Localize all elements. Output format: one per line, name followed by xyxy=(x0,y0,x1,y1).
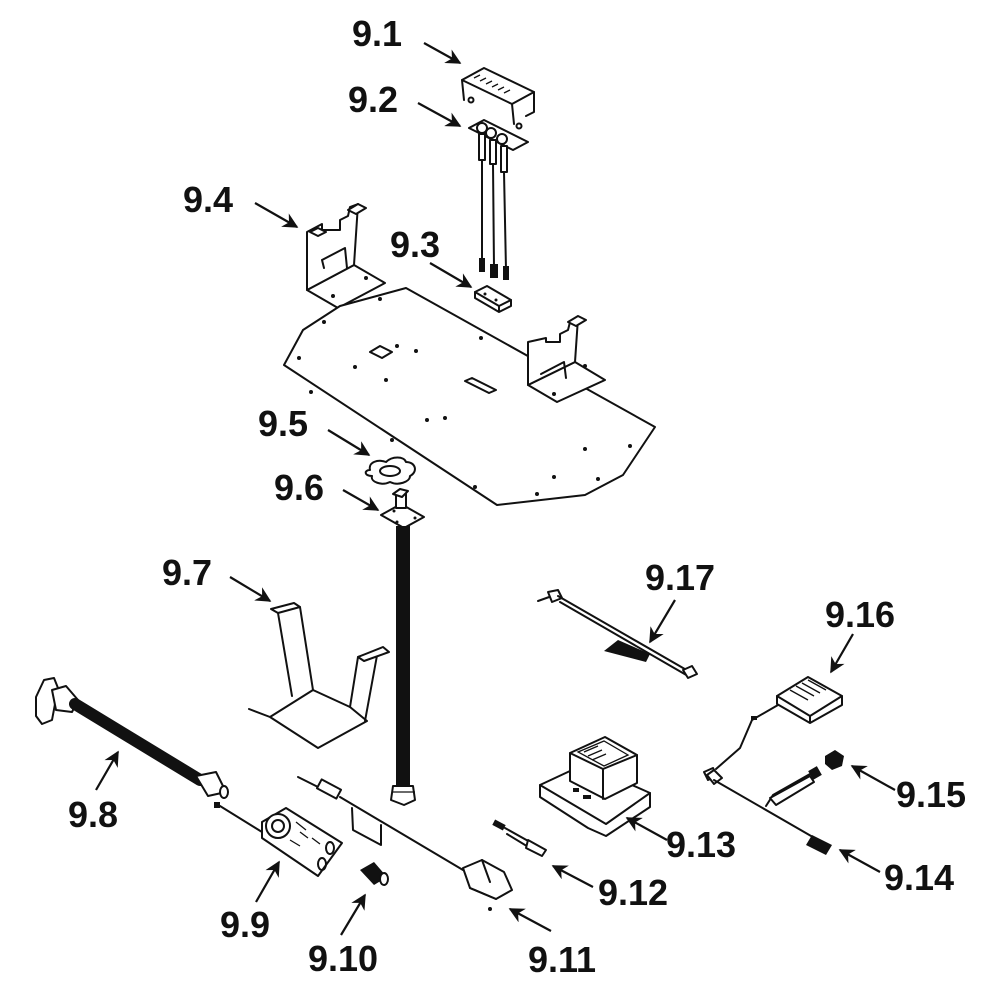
arrow-9-17 xyxy=(649,599,676,644)
base-plate xyxy=(283,287,656,506)
arrow-9-13 xyxy=(625,817,668,841)
label-9-1: 9.1 xyxy=(352,13,402,54)
part-9-1-cover xyxy=(461,67,535,130)
label-9-4: 9.4 xyxy=(183,179,233,220)
label-9-13: 9.13 xyxy=(666,824,736,865)
part-9-16-battery-box xyxy=(703,676,843,781)
label-9-12: 9.12 xyxy=(598,872,668,913)
label-9-16: 9.16 xyxy=(825,594,895,635)
arrow-9-6 xyxy=(342,489,380,511)
arrow-9-10 xyxy=(340,893,366,936)
arrow-9-8 xyxy=(95,750,119,791)
arrow-9-7 xyxy=(229,576,272,602)
arrow-9-14 xyxy=(838,849,881,873)
part-9-4-bracket xyxy=(306,203,386,309)
part-9-8-gas-hose xyxy=(35,677,229,799)
arrow-9-9 xyxy=(255,860,280,903)
part-9-2-electrode-assembly xyxy=(468,119,529,280)
part-9-10-fitting xyxy=(360,862,389,886)
arrow-9-2 xyxy=(417,102,462,127)
arrow-9-12 xyxy=(551,865,594,888)
label-9-17: 9.17 xyxy=(645,557,715,598)
arrow-9-15 xyxy=(850,765,896,791)
arrow-9-4 xyxy=(254,202,299,228)
label-9-2: 9.2 xyxy=(348,79,398,120)
label-9-10: 9.10 xyxy=(308,938,378,979)
arrow-9-3 xyxy=(429,262,473,288)
label-9-5: 9.5 xyxy=(258,403,308,444)
plate-bracket-right xyxy=(527,315,606,403)
label-9-15: 9.15 xyxy=(896,774,966,815)
label-9-14: 9.14 xyxy=(884,857,954,898)
part-9-13-control-module xyxy=(539,736,651,837)
part-9-3-holder-block xyxy=(474,285,512,313)
label-9-6: 9.6 xyxy=(274,467,324,508)
label-9-8: 9.8 xyxy=(68,794,118,835)
part-9-7-support xyxy=(248,602,390,749)
part-9-11-sensor xyxy=(297,776,513,911)
part-9-5-gasket xyxy=(364,456,416,485)
part-9-17-harness xyxy=(537,589,698,679)
label-9-3: 9.3 xyxy=(390,224,440,265)
callout-arrows xyxy=(95,42,896,936)
part-9-14-cable-harness xyxy=(706,766,832,855)
label-9-7: 9.7 xyxy=(162,552,212,593)
part-9-9-gas-valve xyxy=(214,802,343,877)
label-9-9: 9.9 xyxy=(220,904,270,945)
arrow-9-16 xyxy=(830,633,854,674)
callout-labels: 9.1 9.2 9.3 9.4 9.5 9.6 9.7 9.8 9.9 9.10… xyxy=(68,13,966,980)
arrow-9-11 xyxy=(508,908,552,932)
part-9-6-burner-tube xyxy=(380,488,425,806)
arrow-9-1 xyxy=(423,42,462,64)
part-9-15-cap xyxy=(825,750,844,770)
label-9-11: 9.11 xyxy=(528,939,596,980)
arrow-9-5 xyxy=(327,429,371,456)
part-9-12-connector xyxy=(492,819,547,857)
